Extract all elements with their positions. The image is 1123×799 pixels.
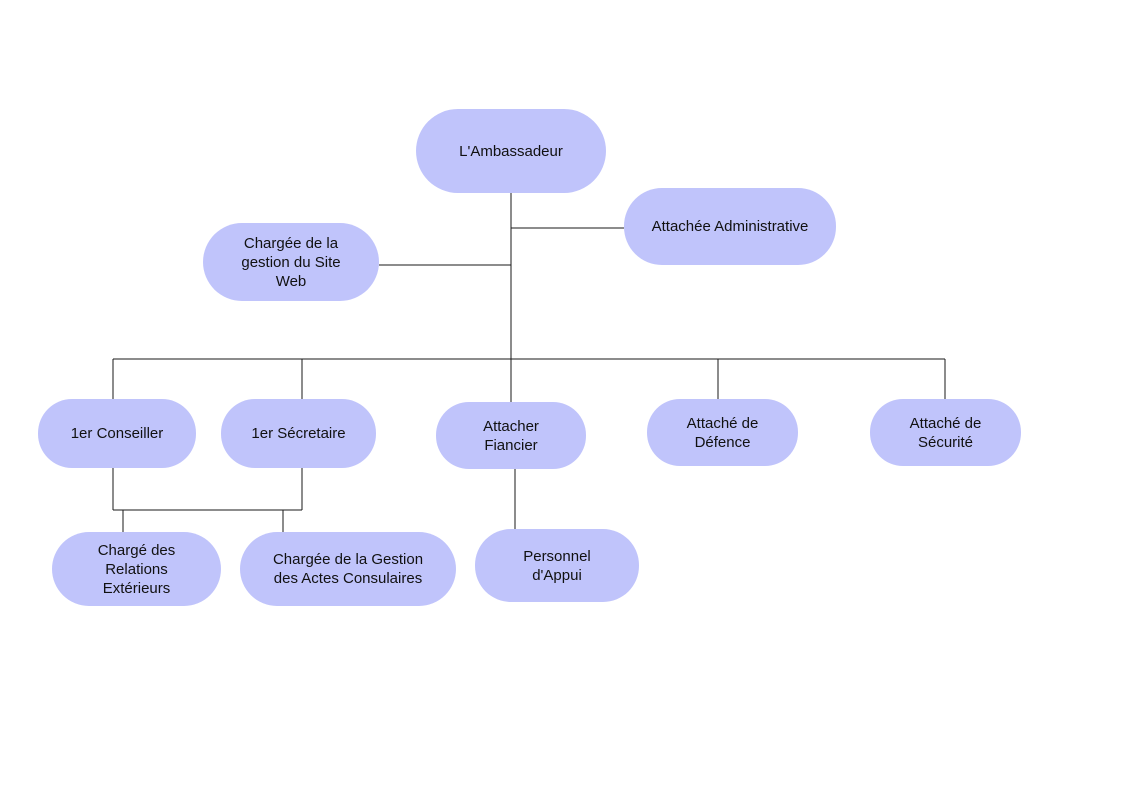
node-attacher-financier: Attacher Fiancier [436,402,586,469]
node-attachee-administrative: Attachée Administrative [624,188,836,265]
node-label-line: Attaché de [686,414,759,432]
node-label-line: d'Appui [532,566,582,584]
node-premier-secretaire: 1er Sécretaire [221,399,376,468]
node-label-line: 1er Conseiller [70,425,164,442]
node-label-line: Fiancier [484,436,538,454]
node-label-line: Sécurité [917,433,974,451]
node-charge-relations: Chargé des Relations Extérieurs [52,532,221,606]
node-label-line: des Actes Consulaires [273,570,423,587]
node-label-line: Personnel [523,547,591,565]
node-label-line: Attaché de [909,414,982,432]
node-label-line: 1er Sécretaire [251,425,346,442]
node-label-line: Relations [105,560,168,578]
node-label-line: gestion du Site [241,253,341,271]
node-label-line: Attacher [483,417,539,435]
node-label-line: Défence [694,433,751,451]
node-label-line: Chargé des [97,541,176,559]
node-attache-defence: Attaché de Défence [647,399,798,466]
node-label-line: Extérieurs [102,579,171,597]
node-attache-securite: Attaché de Sécurité [870,399,1021,466]
node-chargee-consulaires: Chargée de la Gestion des Actes Consulai… [240,532,456,606]
node-premier-conseiller: 1er Conseiller [38,399,196,468]
node-ambassadeur: L'Ambassadeur [416,109,606,193]
node-label-line: Chargée de la Gestion [272,551,424,568]
node-label-line: L'Ambassadeur [459,142,563,160]
node-label-line: Chargée de la [243,234,339,252]
node-chargee-site-web: Chargée de la gestion du Site Web [203,223,379,301]
node-label-line: Attachée Administrative [651,218,809,235]
node-personnel-appui: Personnel d'Appui [475,529,639,602]
node-label-line: Web [275,272,307,290]
